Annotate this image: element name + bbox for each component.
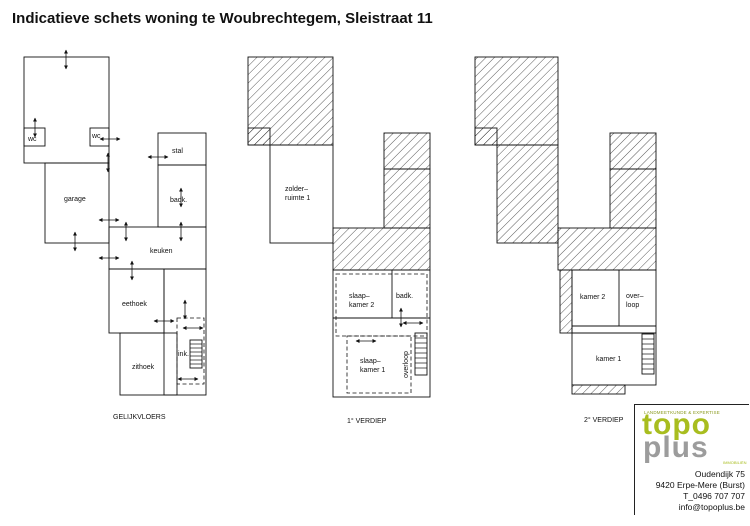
- page-title: Indicatieve schets woning te Woubrechteg…: [12, 10, 433, 27]
- hatched-badk: [383, 168, 431, 229]
- plan-ground-floor: wc wc garage stal badk. keuken eethoek z…: [23, 49, 207, 421]
- hatched-rear: [247, 56, 334, 146]
- bedrooms-block: [332, 269, 431, 398]
- address-city: 9420 Erpe-Mere (Burst): [655, 480, 745, 490]
- room-label-stal: stal: [172, 148, 183, 155]
- room-label-badk: badk.: [170, 197, 187, 204]
- room-label-keuken: keuken: [150, 248, 173, 255]
- stair-ground: [189, 339, 203, 369]
- dashed-entrance: [176, 317, 205, 385]
- room-label-zithoek: zithoek: [132, 364, 155, 371]
- room-label-slaapkamer2-1: slaap–: [349, 293, 370, 300]
- hatched-rear-left-2: [474, 127, 498, 146]
- upper-rooms-block: [571, 269, 657, 334]
- contact-email-link[interactable]: info@topoplus.be: [678, 502, 745, 512]
- logo-sub: IMMOBILIËN: [723, 460, 747, 465]
- room-label-slaapkamer1-1: slaap–: [360, 358, 381, 365]
- room-label-ink: ink.: [178, 351, 189, 358]
- room-label-overloop-second-2: loop: [626, 302, 639, 309]
- plan-second-floor: kamer 2 over– loop kamer 1 2° VERDIEP: [474, 56, 657, 424]
- logo-tagline: LANDMEETKUNDE & EXPERTISE: [644, 410, 720, 415]
- logo-word-topo: topo: [642, 408, 711, 441]
- floor-caption-ground: GELIJKVLOERS: [113, 414, 166, 421]
- room-label-wc-left: wc: [27, 136, 37, 143]
- dashed-slaapkamer-1: [346, 335, 412, 394]
- room-label-zolder-1: zolder–: [285, 186, 308, 193]
- stair-first: [414, 332, 428, 376]
- hatched-stal-2: [609, 132, 657, 170]
- hatched-rear-left: [247, 127, 271, 146]
- room-label-garage: garage: [64, 196, 86, 203]
- room-label-overloop-first: overloop: [403, 351, 410, 378]
- plan-first-floor: zolder– ruimte 1 slaap– kamer 2 badk. sl…: [247, 56, 431, 425]
- outline-rear-block: [23, 56, 110, 164]
- garage-room: [44, 162, 110, 244]
- dimension-arrows-ground: [33, 49, 204, 381]
- room-label-overloop-second-1: over–: [626, 293, 644, 300]
- badk-room: [157, 164, 207, 228]
- room-label-kamer2: kamer 2: [580, 294, 605, 301]
- hatched-stal: [383, 132, 431, 170]
- hall-room: [163, 268, 207, 396]
- hatched-side-wall: [559, 269, 573, 334]
- room-label-slaapkamer2-2: kamer 2: [349, 302, 374, 309]
- contact-phone: T_0496 707 707: [683, 491, 745, 501]
- floor-caption-second: 2° VERDIEP: [584, 416, 624, 424]
- hatched-zolder-2: [496, 144, 559, 244]
- room-label-eethoek: eethoek: [122, 301, 147, 308]
- room-label-badk-first: badk.: [396, 293, 413, 300]
- room-label-kamer1: kamer 1: [596, 356, 621, 363]
- stair-second: [641, 333, 655, 375]
- logo-word-plus: plus: [643, 431, 709, 464]
- zolder-room: [269, 144, 334, 244]
- hatched-bottom: [571, 384, 626, 395]
- address-street: Oudendijk 75: [694, 469, 745, 479]
- floor-caption-first: 1° VERDIEP: [347, 417, 387, 425]
- dimension-arrows-first: [355, 307, 424, 343]
- room-label-slaapkamer1-2: kamer 1: [360, 367, 385, 374]
- hatched-keuken: [332, 227, 431, 271]
- hatched-keuken-2: [557, 227, 657, 271]
- room-label-zolder-2: ruimte 1: [285, 195, 310, 202]
- company-card: LANDMEETKUNDE & EXPERTISE topo plus IMMO…: [634, 404, 749, 515]
- room-label-wc-right: wc: [91, 133, 101, 140]
- hatched-badk-2: [609, 168, 657, 229]
